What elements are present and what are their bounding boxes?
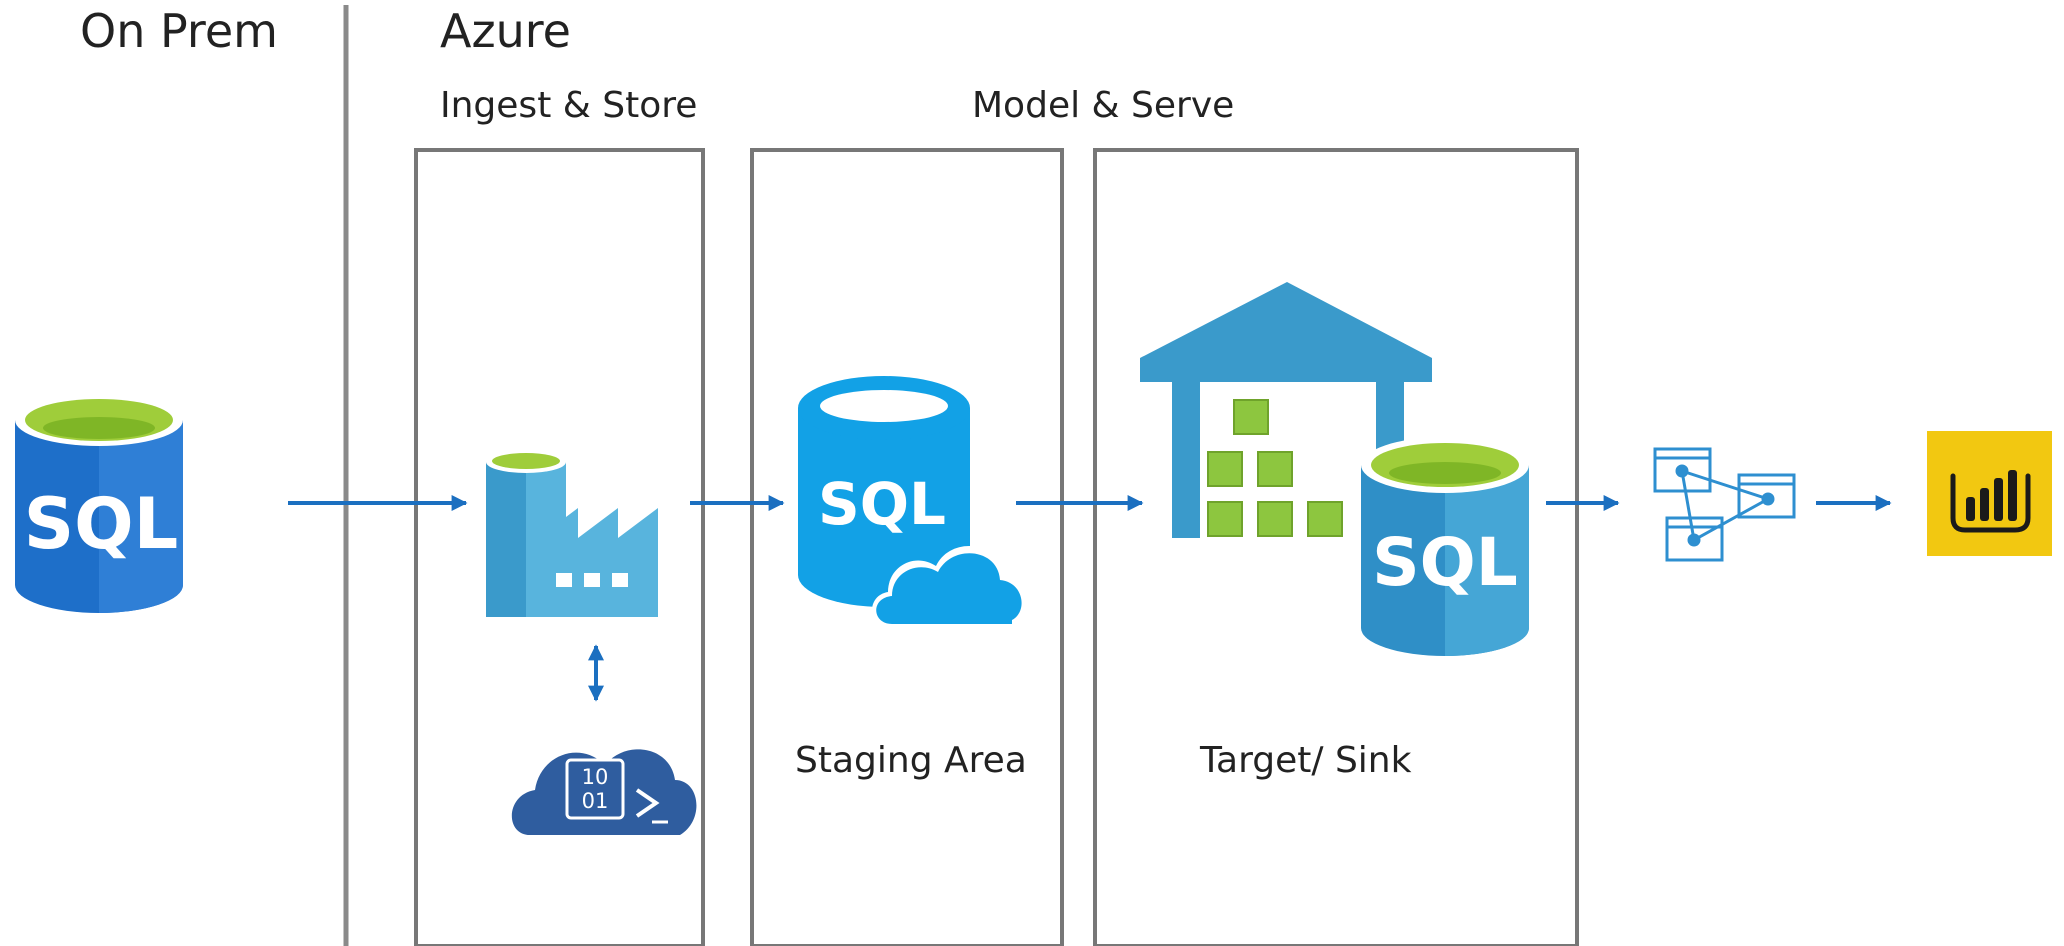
- sql-database-source-icon: [15, 394, 183, 613]
- caption-target-sink: Target/ Sink: [1200, 740, 1412, 781]
- script-binary-bottom: 01: [582, 789, 609, 813]
- script-binary-top: 10: [582, 765, 609, 789]
- ingest-store-box: [414, 148, 705, 946]
- data-factory-icon: [486, 451, 658, 617]
- sql-target-label: SQL: [1372, 524, 1518, 601]
- target-box: [1093, 148, 1579, 946]
- analysis-model-icon: [1653, 447, 1796, 562]
- power-bi-icon: [1927, 431, 2052, 556]
- sql-staging-label: SQL: [818, 470, 946, 538]
- caption-staging-area: Staging Area: [795, 740, 1027, 781]
- sql-database-staging-icon: [798, 376, 1028, 628]
- staging-box: [750, 148, 1064, 946]
- sql-database-target-icon: [1361, 437, 1529, 656]
- cloud-script-icon: [511, 749, 697, 835]
- zone-title-on-prem: On Prem: [80, 4, 278, 58]
- data-warehouse-icon: [1140, 282, 1432, 538]
- sql-source-label: SQL: [24, 483, 179, 565]
- zone-title-azure: Azure: [440, 4, 571, 58]
- section-title-ingest-store: Ingest & Store: [440, 85, 698, 126]
- section-title-model-serve: Model & Serve: [972, 85, 1235, 126]
